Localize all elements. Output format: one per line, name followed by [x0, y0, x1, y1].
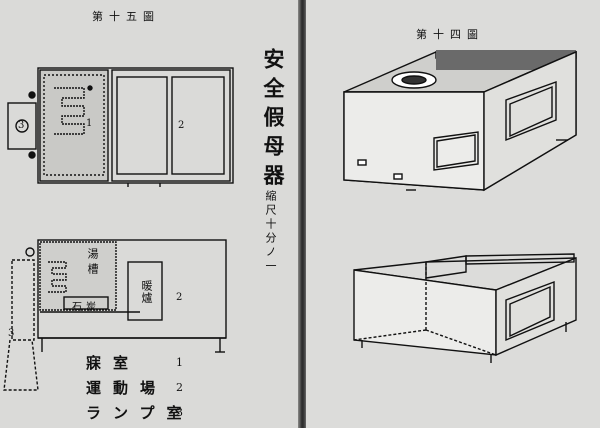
right-figure-title: 第十四圖: [416, 28, 484, 41]
plan-label-1: 1: [86, 118, 93, 129]
section-lamp-chimney: [11, 259, 35, 341]
section-view: [3, 239, 227, 391]
legend-item-2: 運動場: [86, 379, 168, 397]
main-title: 安全假母器: [261, 48, 286, 193]
coal-label: 石炭: [72, 302, 100, 313]
book-gutter: [298, 0, 308, 428]
section-label-2: 2: [176, 292, 183, 303]
legend-num-2: 2: [176, 381, 183, 394]
plan-lamp-circle: [15, 119, 29, 133]
plan-chamber-2: [111, 69, 231, 182]
plan-label-2: 2: [178, 120, 185, 131]
legend-item-3: ランプ室: [86, 404, 194, 422]
section-furnace-box: [127, 261, 163, 321]
section-label-3: 3: [8, 328, 15, 339]
open-incubator: [353, 253, 577, 363]
legend-num-3: 3: [176, 406, 183, 419]
left-page: 第十五圖: [0, 0, 300, 428]
scale-note: 縮尺十分ノ一: [264, 190, 277, 274]
closed-incubator: [343, 50, 577, 192]
furnace-label: 暖爐: [140, 280, 153, 304]
incubator-perspective-drawings: [343, 50, 577, 363]
legend-item-1: 寐室: [86, 354, 141, 372]
plan-chamber-1: [39, 69, 109, 182]
plan-outline: [37, 67, 234, 184]
legend-num-1: 1: [176, 356, 183, 369]
section-coal-label-box: [63, 296, 109, 310]
incubator-drawings: [3, 67, 234, 391]
plan-lamp-box: [7, 102, 37, 150]
plan-label-3: 3: [18, 120, 25, 131]
hot-water-tank-label: 湯槽: [86, 248, 99, 278]
right-page: 第十四圖: [306, 0, 600, 428]
plan-view: [7, 67, 234, 187]
left-figure-title: 第十五圖: [92, 10, 160, 23]
